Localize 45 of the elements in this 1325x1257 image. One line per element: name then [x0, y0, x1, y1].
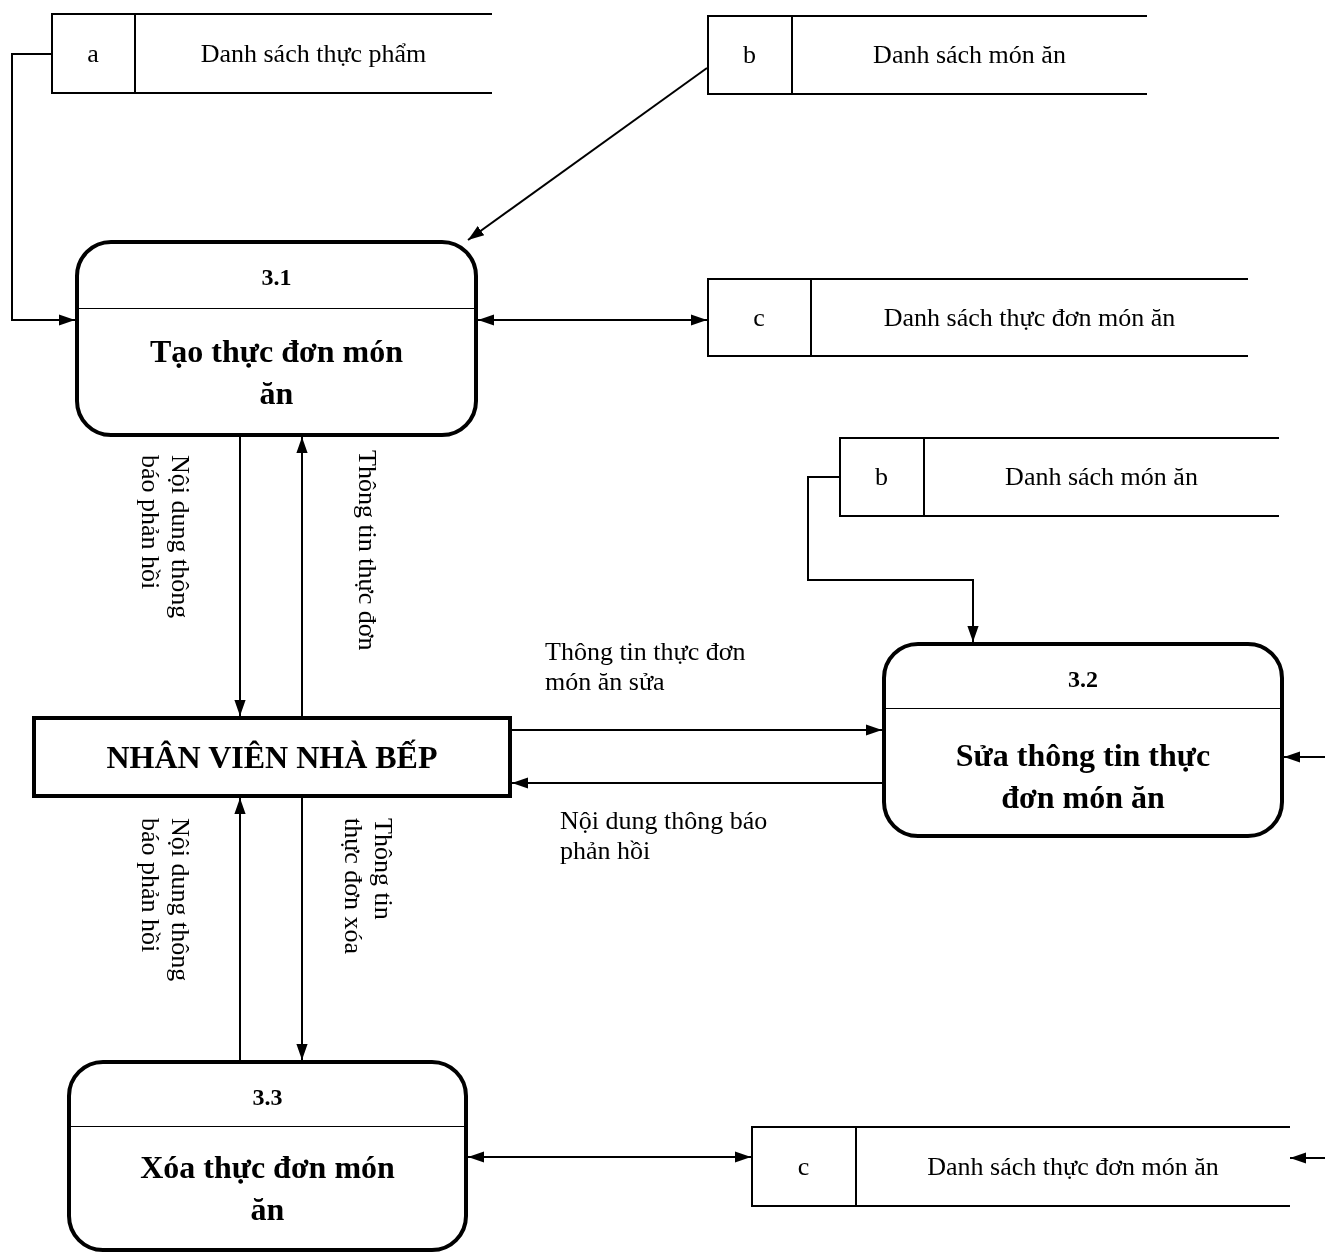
store-id: c — [753, 302, 765, 333]
arrow — [234, 436, 246, 717]
store-id: b — [875, 462, 888, 492]
edge-label: Nội dung thông báo phản hồi — [135, 455, 195, 621]
store-name: Danh sách thực phẩm — [200, 38, 427, 69]
process-box — [67, 1060, 468, 1252]
process-box — [75, 240, 478, 437]
arrow — [11, 53, 76, 326]
data-store — [707, 15, 1147, 95]
arrow — [807, 476, 979, 643]
data-store — [751, 1126, 1290, 1207]
arrow — [511, 724, 883, 736]
edge-label: Nội dung thông báo phản hồi — [560, 806, 769, 866]
store-id: a — [87, 38, 99, 69]
entity-name: NHÂN VIÊN NHÀ BẾP — [106, 738, 438, 776]
store-name: Danh sách món ăn — [1005, 462, 1198, 492]
arrow — [296, 436, 308, 717]
process-box — [882, 642, 1284, 838]
data-store — [707, 278, 1248, 357]
process-number: 3.2 — [1067, 666, 1099, 693]
process-title: Xóa thực đơn món ăn — [139, 1148, 396, 1229]
store-id: c — [797, 1151, 810, 1182]
store-name: Danh sách món ăn — [873, 40, 1066, 70]
arrow — [234, 797, 246, 1061]
arrow — [511, 777, 883, 789]
data-store — [51, 13, 492, 94]
process-number: 3.3 — [251, 1084, 284, 1111]
arrow — [467, 67, 708, 241]
edge-label: Thông tin thực đơn món ăn sửa — [545, 637, 747, 697]
edge-label: Thông tin thực đơn — [352, 450, 382, 653]
arrow — [467, 1151, 752, 1163]
store-name: Danh sách thực đơn món ăn — [927, 1151, 1219, 1182]
arrow — [1283, 751, 1325, 763]
external-entity-box — [32, 716, 512, 798]
process-title: Tạo thực đơn món ăn — [149, 332, 404, 413]
process-number: 3.1 — [260, 264, 293, 291]
data-store — [839, 437, 1279, 517]
arrow — [1289, 1152, 1325, 1164]
process-title: Sửa thông tin thực đơn món ăn — [954, 736, 1212, 817]
edge-label: Thông tin thực đơn xóa — [338, 818, 398, 957]
arrow — [296, 797, 308, 1061]
edge-label: Nội dung thông báo phản hồi — [135, 818, 195, 984]
store-id: b — [743, 40, 756, 70]
arrow — [477, 314, 708, 326]
store-name: Danh sách thực đơn món ăn — [883, 302, 1176, 333]
